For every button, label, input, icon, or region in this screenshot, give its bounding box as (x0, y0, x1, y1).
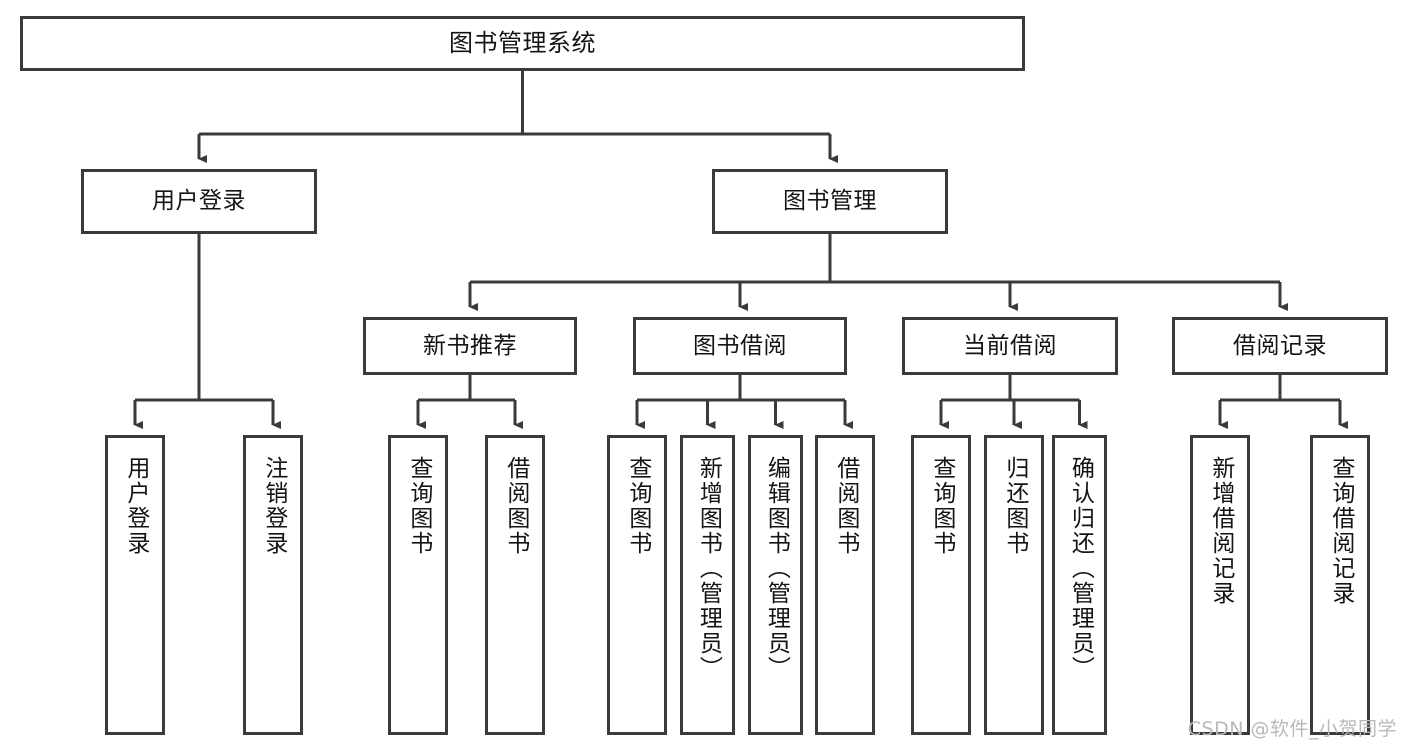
node-leaf-user-login[interactable]: 用户登录 (105, 435, 165, 735)
node-leaf-add-borrow-record[interactable]: 新增借阅记录 (1190, 435, 1250, 735)
node-label: 新增图书（管理员） (695, 456, 722, 681)
node-label: 新书推荐 (423, 332, 517, 359)
node-leaf-query-book-current[interactable]: 查询图书 (911, 435, 971, 735)
node-user-login[interactable]: 用户登录 (81, 169, 317, 234)
node-label: 借阅记录 (1233, 332, 1327, 359)
node-leaf-confirm-return-admin[interactable]: 确认归还（管理员） (1052, 435, 1107, 735)
node-leaf-borrow-book-recommend[interactable]: 借阅图书 (485, 435, 545, 735)
node-leaf-edit-book-admin[interactable]: 编辑图书（管理员） (748, 435, 803, 735)
node-root[interactable]: 图书管理系统 (20, 16, 1025, 71)
node-label: 注销登录 (260, 456, 287, 556)
node-label: 图书借阅 (693, 332, 787, 359)
node-current-borrow[interactable]: 当前借阅 (902, 317, 1118, 375)
node-label: 用户登录 (122, 456, 149, 556)
node-borrow-record[interactable]: 借阅记录 (1172, 317, 1388, 375)
node-label: 查询图书 (624, 456, 651, 556)
csdn-watermark: CSDN @软件_小贺同学 (1187, 718, 1397, 740)
node-label: 编辑图书（管理员） (763, 456, 790, 681)
node-label: 当前借阅 (963, 332, 1057, 359)
node-label: 借阅图书 (502, 456, 529, 556)
node-label: 查询图书 (405, 456, 432, 556)
node-label: 查询图书 (928, 456, 955, 556)
node-label: 用户登录 (152, 188, 246, 215)
node-label: 图书管理 (783, 188, 877, 215)
node-leaf-logout[interactable]: 注销登录 (243, 435, 303, 735)
node-new-book-recommend[interactable]: 新书推荐 (363, 317, 577, 375)
node-leaf-return-book[interactable]: 归还图书 (984, 435, 1044, 735)
node-label: 查询借阅记录 (1327, 456, 1354, 606)
node-leaf-query-borrow-record[interactable]: 查询借阅记录 (1310, 435, 1370, 735)
node-label: 归还图书 (1001, 456, 1028, 556)
node-label: 新增借阅记录 (1207, 456, 1234, 606)
node-label: 确认归还（管理员） (1067, 456, 1094, 681)
node-leaf-query-book-recommend[interactable]: 查询图书 (388, 435, 448, 735)
node-leaf-add-book-admin[interactable]: 新增图书（管理员） (680, 435, 735, 735)
node-leaf-borrow-book[interactable]: 借阅图书 (815, 435, 875, 735)
node-label: 图书管理系统 (449, 28, 596, 57)
node-book-borrow[interactable]: 图书借阅 (633, 317, 847, 375)
node-leaf-query-book-borrow[interactable]: 查询图书 (607, 435, 667, 735)
node-label: 借阅图书 (832, 456, 859, 556)
node-book-management[interactable]: 图书管理 (712, 169, 948, 234)
